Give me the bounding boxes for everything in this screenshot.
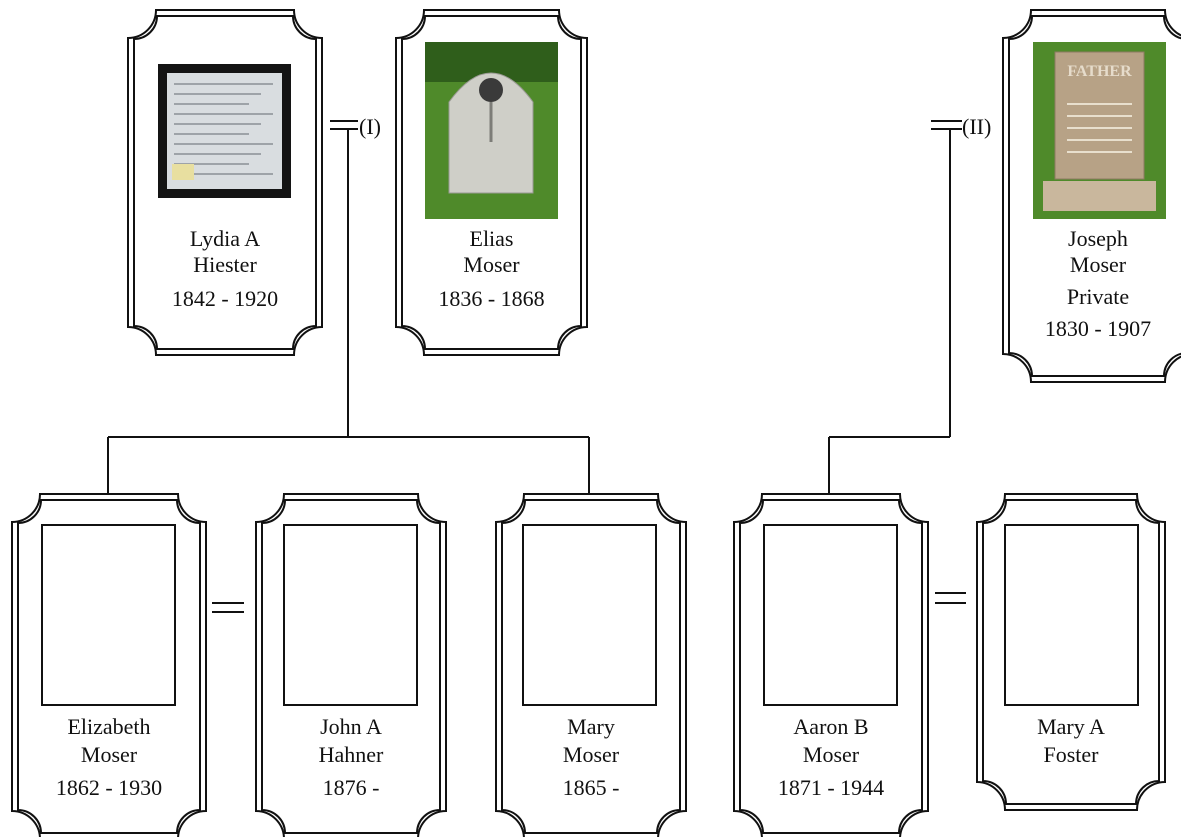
person-last-name: Hiester [193, 252, 257, 277]
card-inner-border [17, 499, 201, 834]
person-last-name: Moser [803, 742, 860, 767]
gravestone-photo[interactable] [425, 42, 558, 219]
marriage-label-i: (I) [359, 114, 381, 139]
card-inner-border [133, 15, 317, 350]
person-last-name: Foster [1044, 742, 1100, 767]
person-years: 1871 - 1944 [778, 775, 884, 800]
person-last-name: Moser [1070, 252, 1127, 277]
photo-placeholder [41, 524, 176, 706]
person-first-name: Lydia A [190, 226, 260, 251]
photo-placeholder [522, 524, 657, 706]
person-rank: Private [1067, 284, 1129, 309]
connectors [107, 120, 966, 613]
person-first-name: Elias [470, 226, 514, 251]
person-first-name: Mary [567, 714, 615, 739]
photo-placeholder [1004, 524, 1139, 706]
person-years: 1842 - 1920 [172, 286, 278, 311]
person-card-john[interactable]: John A Hahner 1876 - [255, 493, 447, 837]
person-card-maryfoster[interactable]: Mary A Foster [976, 493, 1166, 811]
death-certificate-photo[interactable] [158, 64, 291, 198]
gravestone-father-photo[interactable]: FATHER [1033, 42, 1166, 219]
card-inner-border [261, 499, 441, 834]
card-inner-border [1008, 15, 1181, 377]
photo-placeholder [763, 524, 898, 706]
person-years: 1865 - [563, 775, 620, 800]
person-first-name: Aaron B [793, 714, 868, 739]
person-years: 1876 - [323, 775, 380, 800]
card-inner-border [401, 15, 582, 350]
person-years: 1836 - 1868 [438, 286, 544, 311]
card-inner-border [501, 499, 681, 834]
person-last-name: Hahner [319, 742, 384, 767]
person-first-name: Elizabeth [67, 714, 150, 739]
person-last-name: Moser [81, 742, 138, 767]
person-last-name: Moser [463, 252, 520, 277]
headstone-inscription: FATHER [1067, 63, 1132, 80]
person-card-aaron[interactable]: Aaron B Moser 1871 - 1944 [733, 493, 929, 837]
card-inner-border [739, 499, 923, 834]
person-years: 1830 - 1907 [1045, 316, 1151, 341]
card-inner-border [982, 499, 1160, 805]
marriage-label-ii: (II) [962, 114, 991, 139]
photo-placeholder [283, 524, 418, 706]
person-first-name: Mary A [1037, 714, 1105, 739]
person-first-name: Joseph [1068, 226, 1128, 251]
person-years: 1862 - 1930 [56, 775, 162, 800]
person-first-name: John A [320, 714, 382, 739]
person-last-name: Moser [563, 742, 620, 767]
